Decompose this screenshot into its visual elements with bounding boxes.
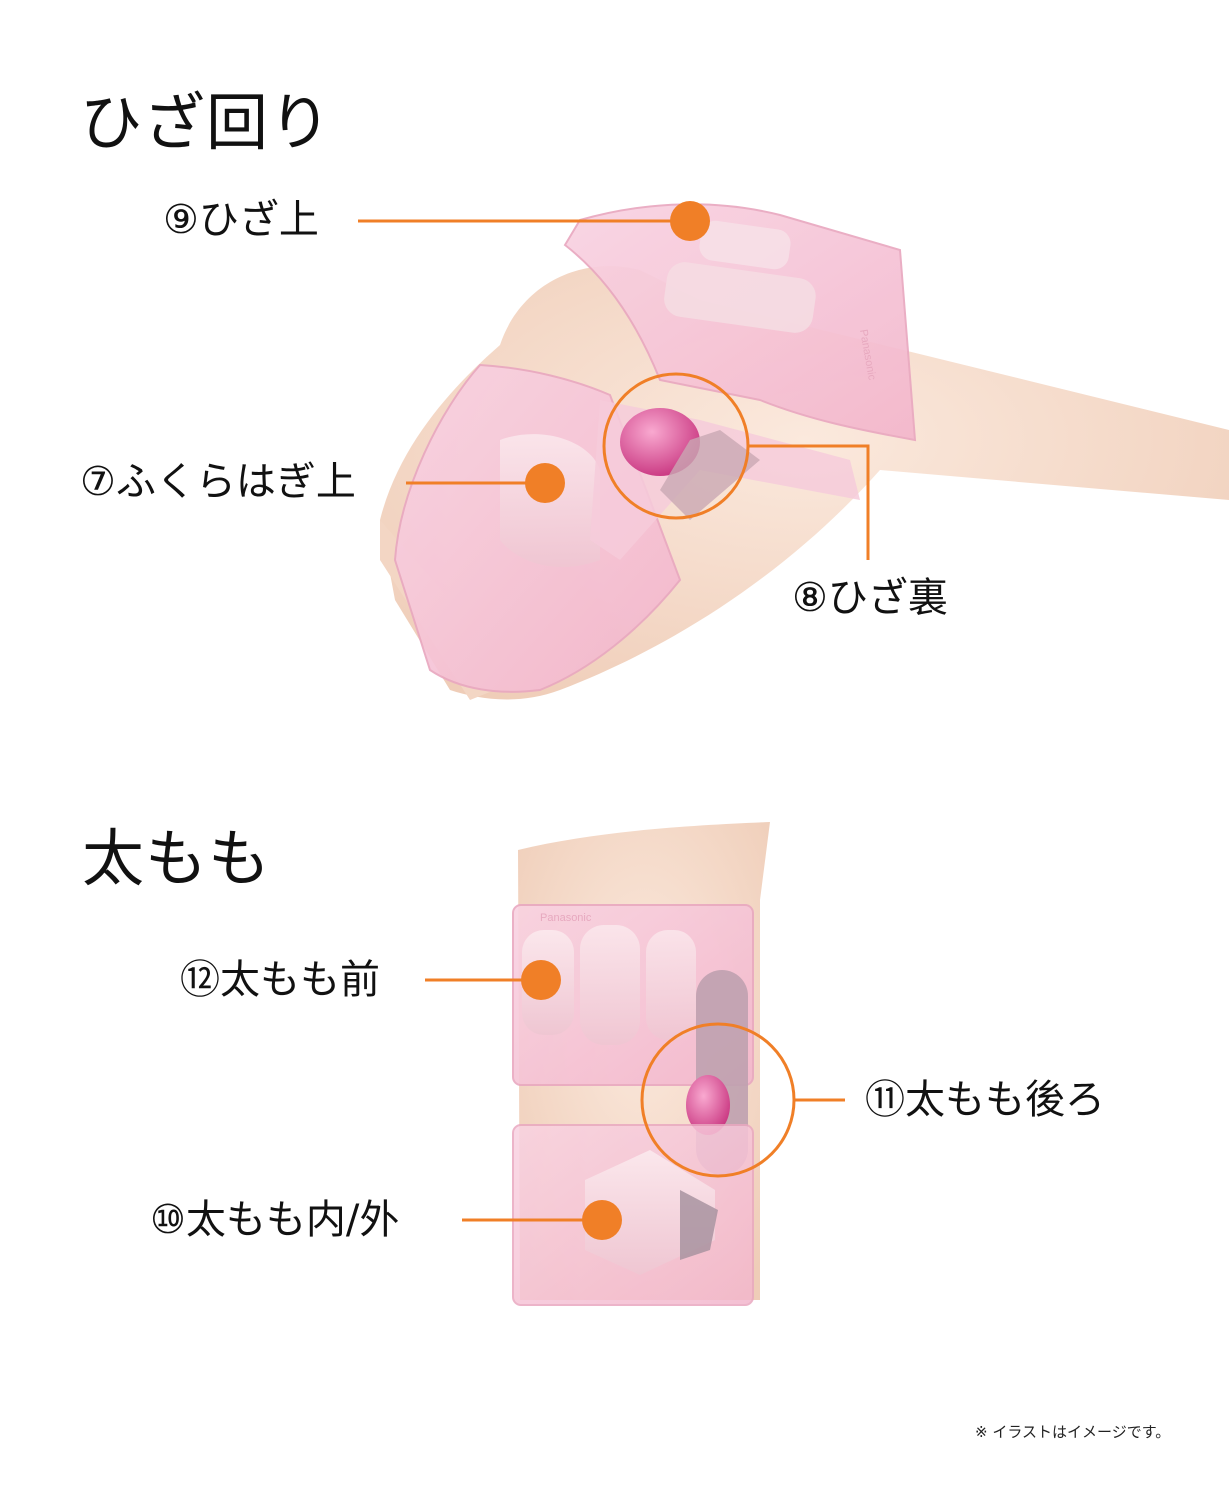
back-of-knee-label: ⑧ひざ裏 bbox=[792, 575, 948, 621]
upper-calf-marker bbox=[525, 463, 565, 503]
knee-section-title: ひざ回り bbox=[80, 86, 333, 159]
back-of-knee-leader bbox=[748, 444, 870, 560]
thigh-back-label: ⑪太もも後ろ bbox=[865, 1077, 1105, 1123]
thigh-inner-outer-label: ⑩太もも内/外 bbox=[150, 1197, 400, 1243]
above-knee-marker bbox=[670, 201, 710, 241]
thigh-inner-outer-pad-grey bbox=[680, 1190, 718, 1260]
thigh-front-pad-3 bbox=[646, 930, 696, 1040]
thigh-section-title: 太もも bbox=[82, 822, 272, 895]
thigh-front-pad-2 bbox=[580, 925, 640, 1045]
thigh-front-marker bbox=[521, 960, 561, 1000]
thigh-illustration: Panasonic bbox=[425, 822, 845, 1306]
knee-upper-pad bbox=[664, 262, 816, 333]
upper-calf-label: ⑦ふくらはぎ上 bbox=[80, 459, 356, 505]
footnote: ※ イラストはイメージです。 bbox=[975, 1423, 1171, 1441]
thigh-back-airbag bbox=[686, 1075, 730, 1135]
knee-back-pad bbox=[660, 430, 760, 520]
thigh-brand-mark: Panasonic bbox=[540, 912, 592, 924]
knee-upper-pad-2 bbox=[699, 220, 791, 270]
thigh-front-label: ⑫太もも前 bbox=[180, 957, 380, 1003]
above-knee-label: ⑨ひざ上 bbox=[163, 197, 319, 243]
thigh-inner-outer-marker bbox=[582, 1200, 622, 1240]
knee-illustration: Panasonic bbox=[358, 201, 1229, 700]
